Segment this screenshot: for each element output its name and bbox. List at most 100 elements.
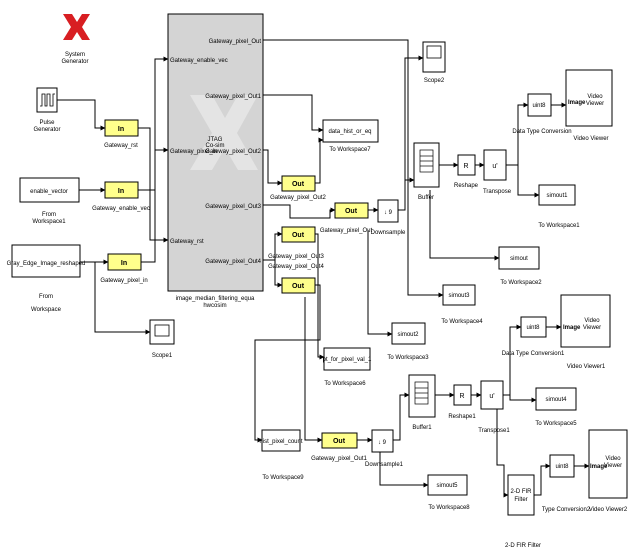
subsystem-port-out4: Gateway_pixel_Out4 xyxy=(205,259,261,265)
downsample-block[interactable]: ↓ 9 Downsample xyxy=(371,199,406,236)
transpose1-symbol: u' xyxy=(489,393,494,400)
fir-filter-block[interactable]: 2-D FIR Filter 2-D FIR Filter xyxy=(505,474,541,549)
gateway-out1-block[interactable]: Out Gateway_pixel_Out1 xyxy=(311,432,368,462)
transpose-label: Transpose xyxy=(483,189,512,195)
gateway-out3-symbol: Out xyxy=(292,232,305,239)
scope1-label: Scope1 xyxy=(152,353,173,359)
from-workspace1-block[interactable]: enable_vector From Workspace1 xyxy=(19,177,80,225)
to-workspace2-value: simout xyxy=(510,256,528,262)
video-viewer1-label: Video Viewer1 xyxy=(567,364,606,370)
to-workspace5-block[interactable]: simout4 To Workspace5 xyxy=(535,387,577,427)
scope1-block[interactable]: Scope1 xyxy=(149,319,175,359)
from-workspace-label-2: Workspace xyxy=(31,307,62,313)
pulse-generator-block[interactable]: Pulse Generator xyxy=(33,87,61,133)
gateway-out3-label: Gateway_pixel_Out3 xyxy=(268,254,324,260)
to-workspace4-value: simout3 xyxy=(448,293,470,299)
system-generator-label-1: System xyxy=(65,52,85,58)
video-viewer1-port: Image xyxy=(563,325,581,331)
subsystem-port-out3: Gateway_pixel_Out3 xyxy=(205,204,261,210)
gateway-rst-label: Gateway_rst xyxy=(104,143,138,149)
cosim-logo-text-1: JTAG xyxy=(208,137,223,143)
to-workspace3-label: To Workspace3 xyxy=(387,355,429,361)
cosim-logo-text-2: Co-sim xyxy=(206,143,225,149)
downsample1-symbol: ↓ 9 xyxy=(378,440,387,446)
hwcosim-subsystem-block[interactable]: JTAG Co-sim Gateway_enable_vec Gateway_p… xyxy=(167,13,264,309)
gateway-out-block[interactable]: Out Gateway_pixel_Out xyxy=(320,202,373,234)
subsystem-port-out: Gateway_pixel_Out xyxy=(209,39,262,45)
buffer-stack-icon xyxy=(414,381,429,405)
to-workspace3-value: simout2 xyxy=(397,332,419,338)
to-workspace5-label: To Workspace5 xyxy=(535,421,577,427)
to-workspace4-block[interactable]: simout3 To Workspace4 xyxy=(441,284,483,325)
video-viewer2-text-2: Viewer xyxy=(604,463,622,469)
buffer-block[interactable]: Buffer xyxy=(413,142,440,201)
xilinx-logo-icon xyxy=(63,14,90,40)
fir-filter-label: 2-D FIR Filter xyxy=(505,543,541,549)
from-workspace1-label-1: From xyxy=(42,212,56,218)
buffer1-block[interactable]: Buffer1 xyxy=(408,374,436,431)
from-workspace-label-1: From xyxy=(39,294,53,300)
to-workspace6-value: pt_for_pixel_val_1 xyxy=(323,357,372,363)
video-viewer1-block[interactable]: Image Video Viewer Video Viewer1 xyxy=(560,294,611,370)
transpose1-block[interactable]: u' Transpose1 xyxy=(478,380,510,434)
gateway-out4-block[interactable]: Out Gateway_pixel_Out4 xyxy=(268,264,325,294)
data-type-conversion2-block[interactable]: uint8 Type Conversion2 xyxy=(542,454,591,513)
fir-filter-text-1: 2-D FIR xyxy=(511,489,533,495)
data-type-conversion1-block[interactable]: uint8 Data Type Conversion1 xyxy=(502,316,565,357)
data-type-conversion-block[interactable]: uint8 Data Type Conversion xyxy=(512,93,572,135)
gateway-out1-symbol: Out xyxy=(333,438,346,445)
reshape1-label: Reshape1 xyxy=(448,414,476,420)
to-workspace8-block[interactable]: simout5 To Workspace8 xyxy=(427,474,470,511)
buffer-stack-icon xyxy=(419,149,434,173)
gateway-out-label: Gateway_pixel_Out xyxy=(320,228,373,234)
transpose1-label: Transpose1 xyxy=(478,428,510,434)
system-generator-block[interactable]: System Generator xyxy=(61,14,90,65)
gateway-pixel-in-label: Gateway_pixel_in xyxy=(100,278,147,284)
video-viewer-text-1: Video xyxy=(587,94,603,100)
gateway-enable-symbol: In xyxy=(118,188,124,195)
gateway-out1-label: Gateway_pixel_Out1 xyxy=(311,456,367,462)
video-viewer2-block[interactable]: Image Video Viewer Video Viewer2 xyxy=(588,429,628,513)
gateway-enable-block[interactable]: In Gateway_enable_vec xyxy=(92,181,150,212)
to-workspace7-block[interactable]: data_hist_or_eq To Workspace7 xyxy=(322,119,379,153)
dtc1-symbol: uint8 xyxy=(526,325,540,331)
video-viewer-block[interactable]: Image Video Viewer Video Viewer xyxy=(565,69,613,142)
reshape1-block[interactable]: R Reshape1 xyxy=(448,384,476,420)
to-workspace3-block[interactable]: simout2 To Workspace3 xyxy=(387,322,429,361)
pulse-generator-label-2: Generator xyxy=(33,127,60,133)
from-workspace1-label-2: Workspace1 xyxy=(32,219,66,225)
downsample1-label: Downsample1 xyxy=(365,462,404,468)
pulse-wave-icon xyxy=(40,93,55,107)
gateway-pixel-in-symbol: In xyxy=(121,260,127,267)
video-viewer1-text-2: Viewer xyxy=(583,325,601,331)
pulse-generator-label-1: Pulse xyxy=(39,120,55,126)
to-workspace2-label: To Workspace2 xyxy=(500,280,542,286)
subsystem-port-enable: Gateway_enable_vec xyxy=(170,58,228,64)
scope2-block[interactable]: Scope2 xyxy=(422,41,446,84)
subsystem-port-pixel-in: Gateway_pixel_in xyxy=(170,149,217,155)
gateway-rst-block[interactable]: In Gateway_rst xyxy=(104,119,139,149)
subsystem-port-out1: Gateway_pixel_Out1 xyxy=(205,94,261,100)
subsystem-name-1: image_median_filtering_equa xyxy=(176,296,255,302)
to-workspace1-block[interactable]: simout1 To Workspace1 xyxy=(538,184,580,229)
dtc-label: Data Type Conversion xyxy=(512,129,571,135)
gateway-out3-block[interactable]: Out Gateway_pixel_Out3 xyxy=(268,226,325,260)
downsample1-block[interactable]: ↓ 9 Downsample1 xyxy=(365,429,404,468)
subsystem-port-out2: Gateway_pixel_Out2 xyxy=(205,149,261,155)
to-workspace6-block[interactable]: pt_for_pixel_val_1 To Workspace6 xyxy=(323,347,372,387)
from-workspace-block[interactable]: Gray_Edge_Image_reshaped From Workspace xyxy=(7,244,86,313)
gateway-out2-symbol: Out xyxy=(292,181,305,188)
reshape-block[interactable]: R Reshape xyxy=(454,154,479,189)
to-workspace2-block[interactable]: simout To Workspace2 xyxy=(498,246,542,286)
transpose-block[interactable]: u' Transpose xyxy=(483,149,512,195)
to-workspace7-value: data_hist_or_eq xyxy=(328,129,371,135)
downsample-label: Downsample xyxy=(371,230,406,236)
signal-lines xyxy=(57,39,590,498)
system-generator-label-2: Generator xyxy=(61,59,88,65)
gateway-out2-block[interactable]: Out Gateway_pixel_Out2 xyxy=(270,175,327,201)
to-workspace9-block[interactable]: hist_pixel_count To Workspace9 xyxy=(259,429,304,481)
gateway-pixel-in-block[interactable]: In Gateway_pixel_in xyxy=(100,253,148,284)
video-viewer-label: Video Viewer xyxy=(573,136,608,142)
video-viewer2-label: Video Viewer2 xyxy=(589,507,628,513)
to-workspace8-label: To Workspace8 xyxy=(428,505,470,511)
